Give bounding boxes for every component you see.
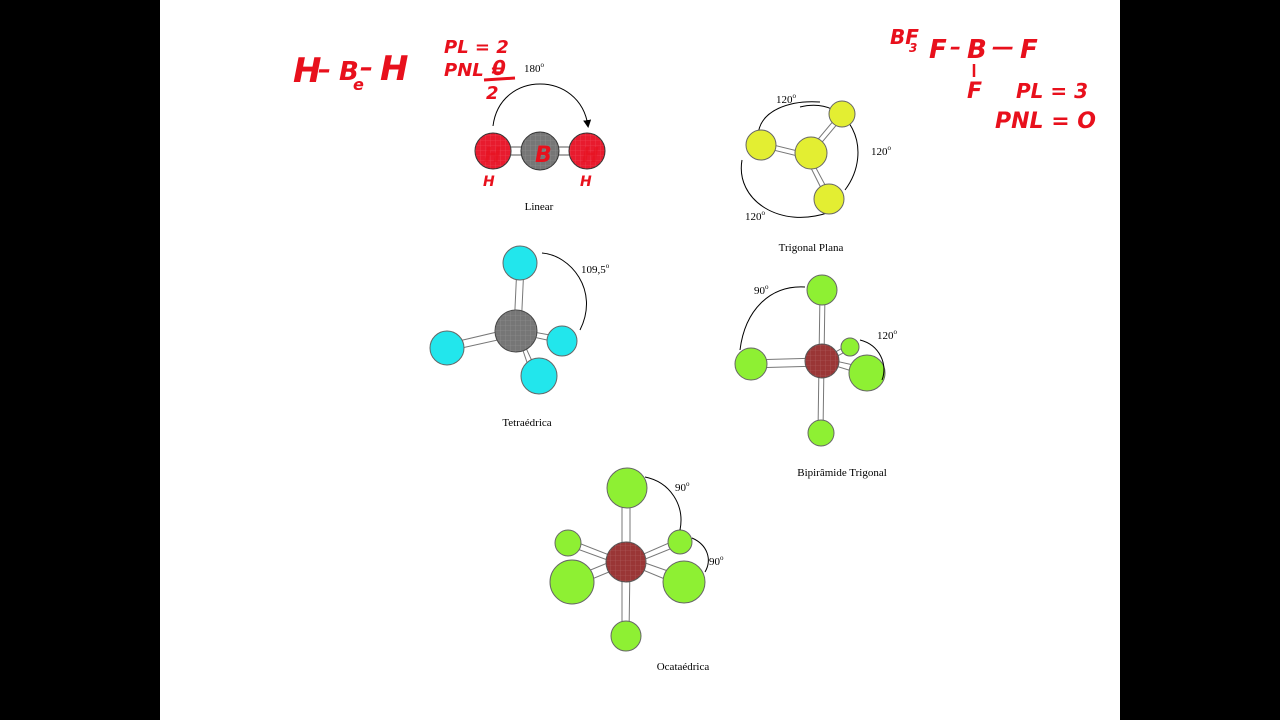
trigonal-bipyramidal-geometry: 90o 120o Bipirâmide Trigonal bbox=[734, 274, 898, 479]
atom-axial bbox=[806, 274, 838, 306]
angle-label-120: 120o bbox=[877, 328, 898, 342]
ink-text: 2 bbox=[486, 83, 499, 104]
tetrahedral-geometry: 109,5o Tetraédrica bbox=[429, 245, 610, 429]
geometry-name-tetrahedral: Tetraédrica bbox=[502, 417, 551, 429]
ink-text: F bbox=[1020, 35, 1038, 65]
atom-equatorial bbox=[848, 354, 886, 392]
ink-text: PL = 3 bbox=[1016, 79, 1088, 103]
ink-text: 0 bbox=[492, 56, 506, 80]
ink-text: — bbox=[992, 35, 1014, 60]
geometry-name-linear: Linear bbox=[525, 201, 554, 213]
atom-outer bbox=[745, 129, 777, 161]
angle-label-109: 109,5o bbox=[581, 262, 610, 276]
ink-text: BF bbox=[890, 25, 919, 49]
ink-text: e bbox=[353, 75, 364, 94]
handwritten-annotations: H – B e – H PL = 2 PNL = 0 2 H B H H H bbox=[293, 25, 1096, 190]
atom-outer bbox=[502, 245, 538, 281]
atom-equatorial bbox=[667, 529, 693, 555]
ink-text: H bbox=[580, 174, 592, 190]
atom-axial bbox=[606, 467, 648, 509]
angle-arc bbox=[799, 104, 859, 191]
atom-axial bbox=[610, 620, 642, 652]
atom-outer bbox=[546, 325, 578, 357]
ink-text: F bbox=[929, 35, 947, 65]
angle-label-90: 90o bbox=[675, 480, 690, 494]
angle-arc bbox=[740, 159, 831, 218]
ink-text: H bbox=[582, 143, 599, 167]
angle-label-90: 90o bbox=[754, 283, 769, 297]
ink-text: B bbox=[535, 143, 552, 168]
left-letterbox bbox=[0, 0, 160, 720]
ink-text: – bbox=[360, 53, 373, 83]
bh2-electron-pairs: PL = 2 PNL = 0 2 bbox=[444, 37, 516, 104]
angle-label-90: 90o bbox=[709, 554, 724, 568]
angle-arc bbox=[739, 286, 806, 351]
ink-text: H bbox=[293, 51, 321, 91]
atom-equatorial bbox=[554, 529, 582, 557]
angle-arc bbox=[859, 339, 885, 381]
angle-arc bbox=[691, 537, 709, 573]
ink-text: B bbox=[339, 57, 359, 87]
ink-text: B bbox=[967, 35, 987, 65]
angle-label-120: 120o bbox=[745, 209, 766, 223]
ink-text: PL = 2 bbox=[444, 37, 509, 58]
atom-outer bbox=[429, 330, 465, 366]
angle-arc bbox=[644, 476, 682, 531]
fraction-bar bbox=[483, 76, 516, 82]
ink-text: PNL = O bbox=[995, 109, 1096, 134]
ink-text: – bbox=[318, 55, 331, 85]
angle-arc-180 bbox=[492, 83, 592, 128]
atom-equatorial bbox=[662, 560, 706, 604]
right-letterbox bbox=[1120, 0, 1280, 720]
angle-arc bbox=[757, 101, 821, 136]
atom-central bbox=[794, 136, 828, 170]
angle-label-120: 120o bbox=[871, 144, 892, 158]
whiteboard-page bbox=[160, 0, 1120, 720]
atom-outer bbox=[813, 183, 845, 215]
geometry-name-bipyramidal: Bipirâmide Trigonal bbox=[797, 467, 887, 479]
ink-text: H bbox=[484, 143, 501, 167]
linear-geometry: 180o Linear bbox=[474, 61, 606, 213]
atom-outer bbox=[520, 357, 558, 395]
bh2-formula: H – B e – H bbox=[293, 49, 408, 94]
atom-equatorial bbox=[840, 337, 860, 357]
ink-text: – bbox=[950, 35, 961, 60]
atom-equatorial bbox=[549, 559, 595, 605]
linear-atom-labels: H B H H H bbox=[483, 143, 599, 190]
ink-text: 3 bbox=[909, 41, 917, 55]
trigonal-planar-geometry: 120o 120o 120o Trigonal Plana bbox=[740, 92, 892, 254]
ink-text: H bbox=[483, 174, 495, 190]
geometry-name-trigonal: Trigonal Plana bbox=[779, 242, 844, 254]
bf3-electron-pairs: PL = 3 PNL = O bbox=[995, 79, 1096, 134]
angle-label-120: 120o bbox=[776, 92, 797, 106]
atom-outer bbox=[828, 100, 856, 128]
ink-text: PNL = bbox=[444, 60, 505, 81]
ink-text: H bbox=[380, 49, 408, 89]
octahedral-geometry: 90o 90o Ocataédrica bbox=[549, 467, 724, 673]
angle-arc bbox=[541, 252, 587, 331]
ink-text: F bbox=[967, 79, 982, 104]
atom-equatorial bbox=[734, 347, 768, 381]
geometry-name-octahedral: Ocataédrica bbox=[657, 661, 710, 673]
angle-label-180: 180o bbox=[524, 61, 545, 75]
atom-axial bbox=[807, 419, 835, 447]
bf3-formula: BF 3 F – B — F F bbox=[890, 25, 1038, 104]
